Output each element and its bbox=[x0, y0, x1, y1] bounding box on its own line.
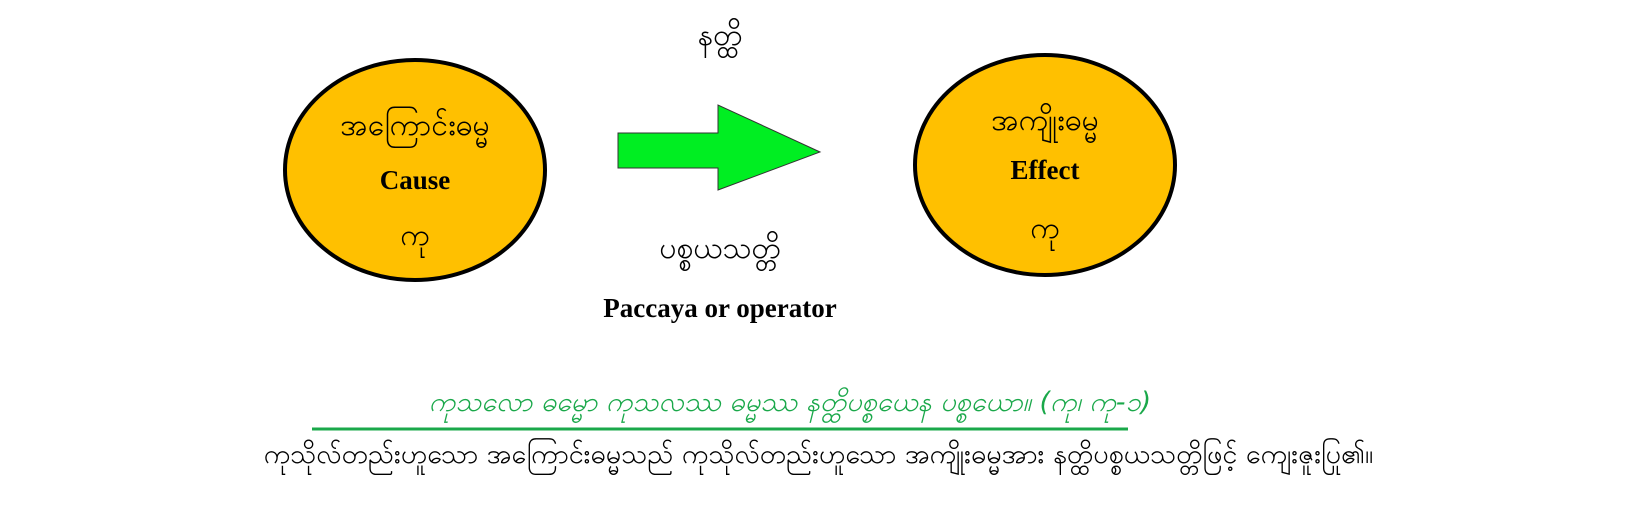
cause-code: ကု bbox=[400, 218, 430, 253]
cause-myanmar: အကြောင်းဓမ္မ bbox=[340, 108, 490, 143]
effect-myanmar: အကျိုးဓမ္မ bbox=[991, 103, 1099, 138]
effect-label: Effect bbox=[1010, 155, 1080, 185]
arrow-icon bbox=[617, 104, 822, 191]
operator-label: Paccaya or operator bbox=[603, 293, 837, 323]
effect-code: ကု bbox=[1030, 211, 1060, 246]
cause-label: Cause bbox=[379, 165, 451, 195]
operator-myanmar: ပစ္စယသတ္တိ bbox=[659, 231, 781, 266]
translation-line: ကုသိုလ်တည်းဟူသော အကြောင်းဓမ္မသည် ကုသိုလ်… bbox=[263, 439, 1374, 470]
top-label: နတ္ထိ bbox=[697, 18, 743, 53]
cause-circle bbox=[283, 58, 547, 282]
pali-line: ကုသလော ဓမ္မော ကုသလဿ ဓမ္မဿ နတ္ထိပစ္စယေန ပ… bbox=[428, 387, 1152, 418]
effect-circle bbox=[913, 53, 1177, 277]
